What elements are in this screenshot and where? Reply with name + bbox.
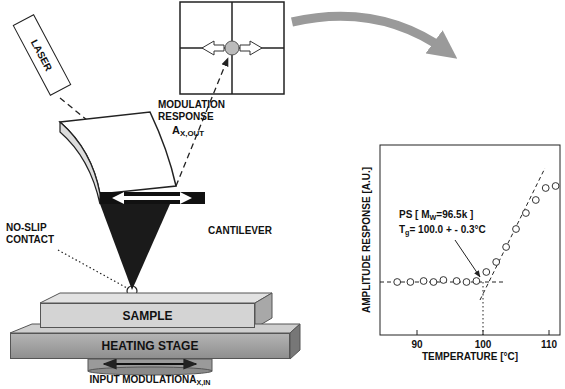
part-name: CANTILEVER [208,225,272,237]
tip [100,204,170,290]
data-point [420,278,427,285]
data-point [532,197,539,204]
label-text: PS [ M [399,209,430,220]
subscript: g [405,228,409,237]
data-point [453,278,460,285]
data-point [407,279,414,286]
contact-label: NO-SLIP CONTACT [6,222,66,245]
tick-label: 90 [411,339,422,351]
chart [380,145,560,335]
label-text: A [172,124,180,136]
output-amplitude: AX,OUT [172,124,204,138]
label-text: MODULATION RESPONSE [158,99,225,122]
label-text: INPUT MODULATION [89,374,189,385]
data-point [542,185,549,192]
data-point [493,259,500,266]
axis-title: AMPLITUDE RESPONSE [A.U.] [361,167,373,313]
label-text: NO-SLIP CONTACT [6,222,54,245]
sample-top [40,293,272,303]
data-point [430,279,437,286]
label-text: TEMPERATURE [°C] [422,351,518,362]
heating-stage: HEATING STAGE [10,333,290,359]
detector-label: MODULATION RESPONSE [158,99,238,122]
label-text: 100 [475,339,492,350]
modulation-drive [88,359,212,375]
input-label: INPUT MODULATIONAX,IN [89,374,210,387]
stage-side [290,324,300,359]
tick-label: 110 [541,339,557,351]
label-text: T [399,224,405,235]
data-point [394,279,401,286]
label-text: 90 [411,339,422,350]
subscript: W [430,213,437,222]
subscript: X,OUT [180,129,204,138]
data-point [503,244,510,251]
label-text: = 100.0 + - 0.3°C [410,224,486,235]
node-label: HEATING STAGE [102,339,199,353]
node-label: SAMPLE [122,309,172,323]
label-text: =96.5k ] [436,209,473,220]
data-point [513,226,520,233]
data-point [523,210,530,217]
cantilever-chip [60,112,205,204]
data-point [473,278,480,285]
axis-title: TEMPERATURE [°C] [422,351,518,363]
tick-label: 100 [475,339,492,351]
data-point [483,269,490,276]
photodetector [180,2,284,94]
annotation: PS [ MW=96.5k ] [399,209,473,222]
label-text: A [189,374,196,385]
label-text: 110 [541,339,557,350]
label-text: AMPLITUDE RESPONSE [A.U.] [361,167,372,313]
data-point [440,277,447,284]
subscript: X,IN [197,378,211,387]
sample-side [255,293,272,328]
transition-arrow [292,16,448,52]
annotation: Tg= 100.0 + - 0.3°C [399,224,486,237]
label-text: CANTILEVER [208,225,272,236]
node-label: LASER [29,37,55,72]
data-point [552,183,559,190]
sample-slab: SAMPLE [40,303,255,328]
data-point [463,279,470,286]
leader-line [58,250,127,288]
laser-box: LASER [13,14,72,96]
